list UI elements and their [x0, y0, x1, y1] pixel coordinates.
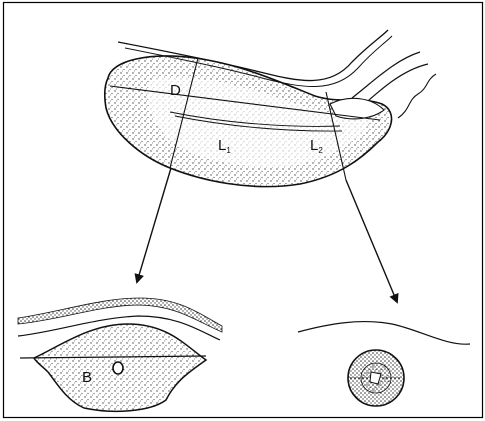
duct-wavy-line [398, 74, 436, 118]
stone-in-section [113, 362, 123, 374]
label-d: D [170, 82, 181, 99]
label-b: B [82, 369, 92, 386]
label-l1-main: L [218, 137, 226, 154]
label-l2-main: L [310, 137, 318, 154]
label-l2-sub: 2 [318, 146, 323, 155]
arrow-to-cross-section [346, 180, 397, 302]
label-l1-sub: 1 [226, 146, 231, 155]
arrow-to-longitudinal-section [137, 168, 171, 282]
cross-section-wall-line [298, 322, 470, 345]
